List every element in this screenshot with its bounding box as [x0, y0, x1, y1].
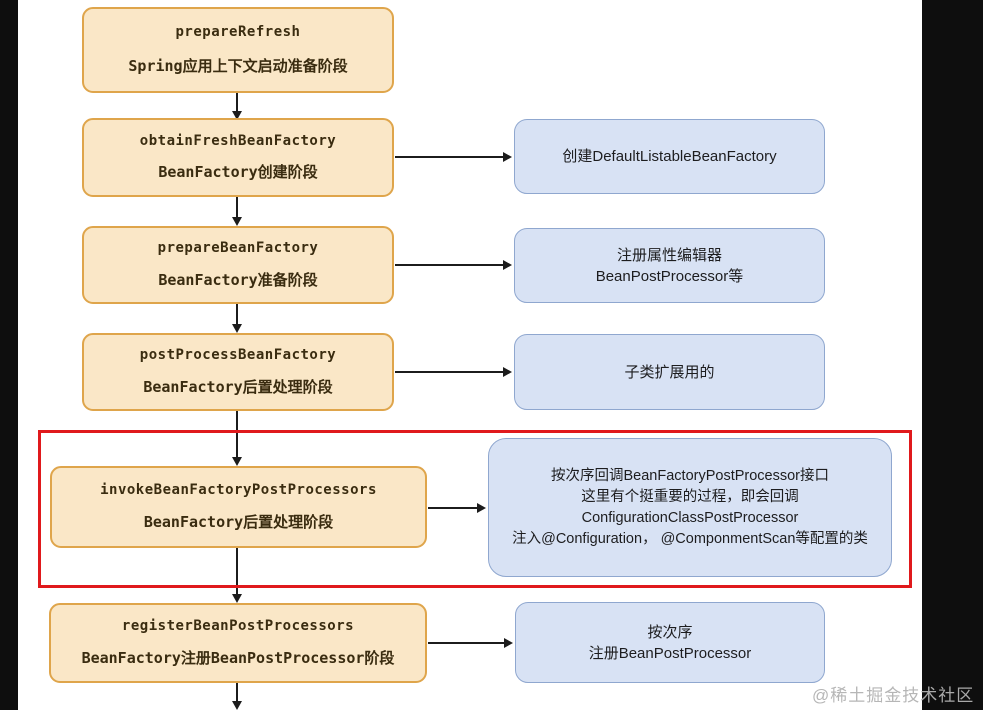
- detail-text: 创建DefaultListableBeanFactory: [562, 148, 777, 165]
- right-arrow: [428, 503, 486, 513]
- flow-detail-box-register-bean-post-processor: 按次序 注册BeanPostProcessor: [515, 602, 825, 683]
- stage-code: invokeBeanFactoryPostProcessors: [100, 481, 377, 498]
- right-arrow: [395, 260, 512, 270]
- stage-label: BeanFactory创建阶段: [158, 163, 318, 182]
- stage-label: BeanFactory注册BeanPostProcessor阶段: [81, 649, 395, 667]
- stage-label: BeanFactory后置处理阶段: [143, 377, 333, 396]
- detail-text: 按次序回调BeanFactoryPostProcessor接口 这里有个挺重要的…: [512, 467, 868, 547]
- right-arrow: [395, 367, 512, 377]
- down-arrow: [232, 548, 242, 603]
- stage-code: registerBeanPostProcessors: [121, 618, 355, 634]
- stage-label: BeanFactory准备阶段: [158, 270, 318, 289]
- highlight-rectangle: [38, 430, 912, 588]
- right-black-bar: [922, 0, 983, 710]
- right-arrow: [428, 638, 513, 648]
- down-arrow: [232, 93, 242, 120]
- left-black-bar: [0, 0, 18, 710]
- down-arrow: [232, 304, 242, 333]
- stage-code: postProcessBeanFactory: [139, 347, 337, 364]
- detail-text: 子类扩展用的: [624, 363, 715, 381]
- detail-text: 按次序 注册BeanPostProcessor: [588, 623, 752, 662]
- flow-stage-box-prepare-refresh: prepareRefresh Spring应用上下文启动准备阶段: [82, 7, 394, 93]
- watermark: @稀土掘金技术社区: [812, 686, 975, 705]
- stage-label: Spring应用上下文启动准备阶段: [128, 57, 348, 75]
- flow-stage-box-register-bean-post-processors: registerBeanPostProcessors BeanFactory注册…: [49, 603, 427, 683]
- flow-detail-box-invoke-callbacks: 按次序回调BeanFactoryPostProcessor接口 这里有个挺重要的…: [488, 438, 892, 577]
- down-arrow: [232, 411, 242, 466]
- flow-detail-box-create-bean-factory: 创建DefaultListableBeanFactory: [514, 119, 825, 194]
- stage-label: BeanFactory后置处理阶段: [143, 513, 334, 532]
- flow-stage-box-prepare-bean-factory: prepareBeanFactory BeanFactory准备阶段: [82, 226, 394, 304]
- right-arrow: [395, 152, 512, 162]
- flow-stage-box-invoke-bean-factory-post-processors: invokeBeanFactoryPostProcessors BeanFact…: [50, 466, 427, 548]
- down-arrow: [232, 197, 242, 226]
- down-arrow: [232, 683, 242, 710]
- stage-code: prepareBeanFactory: [157, 240, 319, 257]
- flow-detail-box-register-editors: 注册属性编辑器 BeanPostProcessor等: [514, 228, 825, 303]
- stage-code: obtainFreshBeanFactory: [139, 132, 337, 149]
- flow-detail-box-subclass-extension: 子类扩展用的: [514, 334, 825, 410]
- flow-stage-box-post-process-bean-factory: postProcessBeanFactory BeanFactory后置处理阶段: [82, 333, 394, 411]
- flow-stage-box-obtain-fresh-bean-factory: obtainFreshBeanFactory BeanFactory创建阶段: [82, 118, 394, 197]
- detail-text: 注册属性编辑器 BeanPostProcessor等: [595, 246, 744, 285]
- stage-code: prepareRefresh: [175, 24, 301, 40]
